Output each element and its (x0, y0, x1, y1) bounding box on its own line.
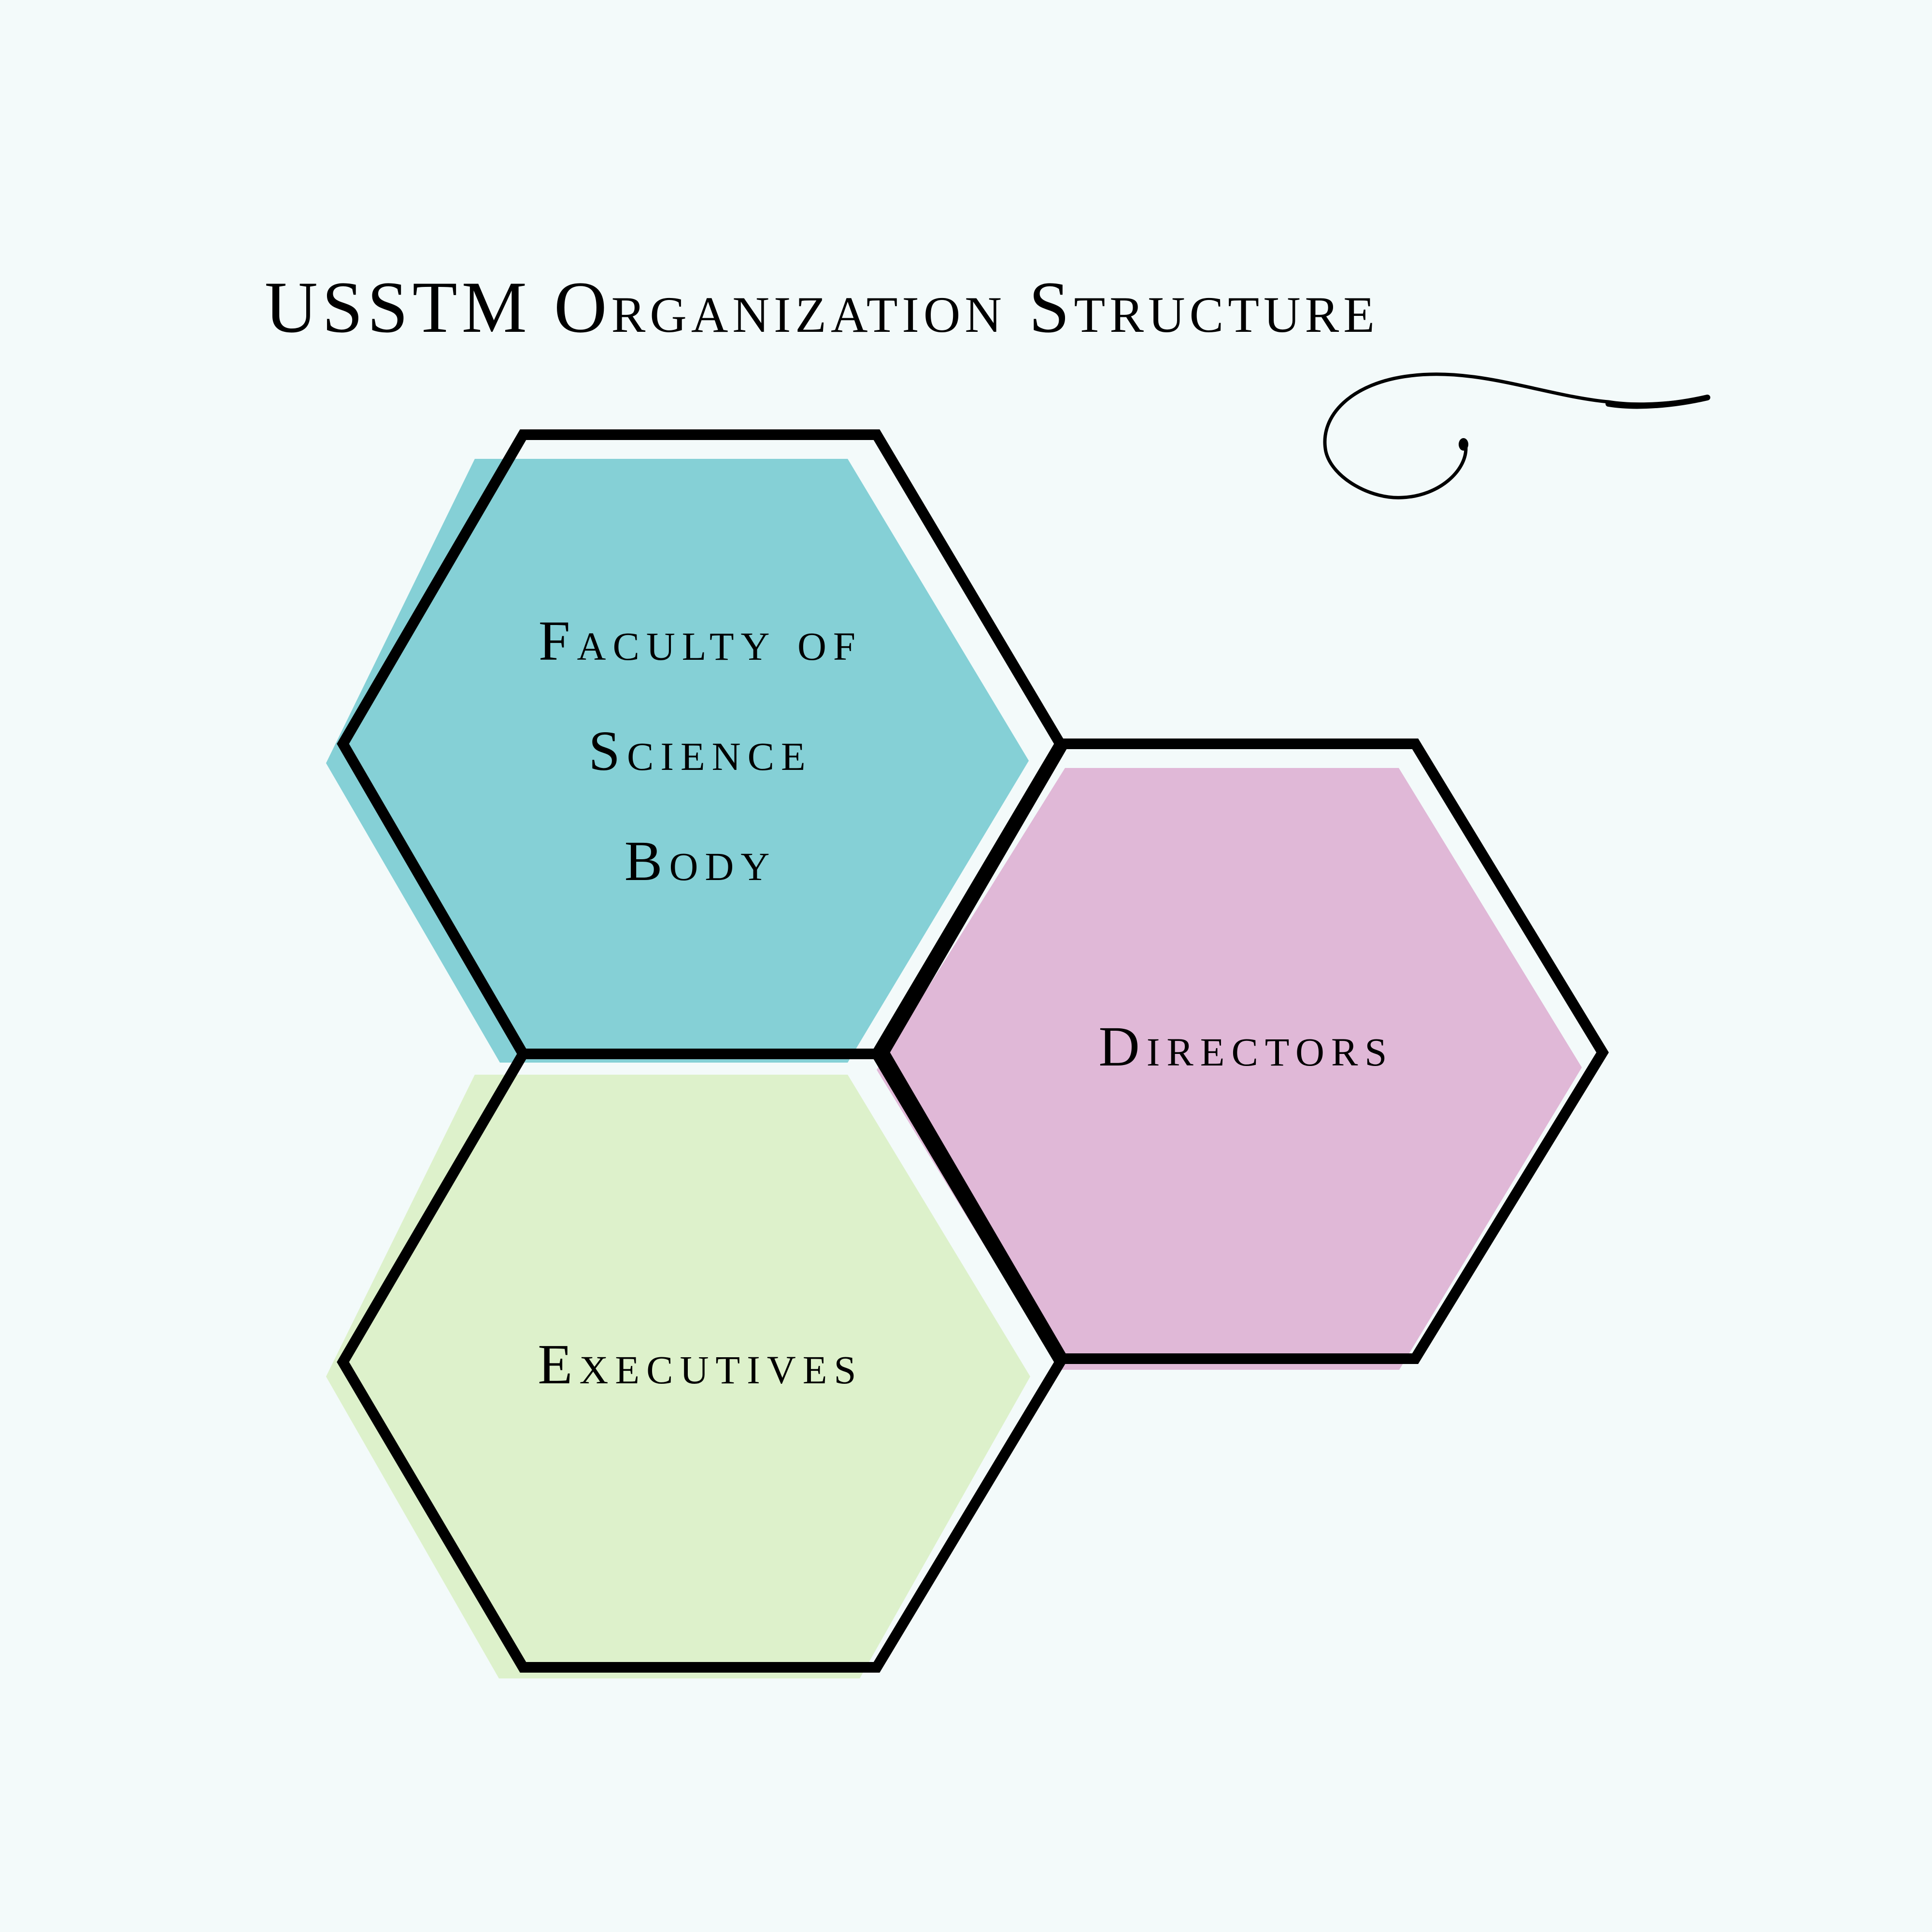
directors-hexagon-fill (877, 768, 1582, 1370)
page-title: USSTM Organization Structure (265, 267, 1379, 348)
executives-hexagon-outline (337, 1049, 1066, 1673)
faculty-label-line-2: Science (588, 719, 812, 782)
faculty-hexagon-fill (326, 459, 1029, 1063)
directors-label: Directors (1098, 1015, 1394, 1078)
directors-hexagon-outline (878, 739, 1609, 1364)
executives-hexagon-fill (326, 1075, 1030, 1678)
faculty-label-line-3: Body (624, 829, 777, 893)
faculty-of-science-body-label: Faculty of Science Body (464, 612, 937, 943)
faculty-label-line-1: Faculty of (538, 609, 863, 672)
executives-label: Executives (538, 1333, 863, 1396)
swash-flourish-icon (1323, 372, 1710, 499)
